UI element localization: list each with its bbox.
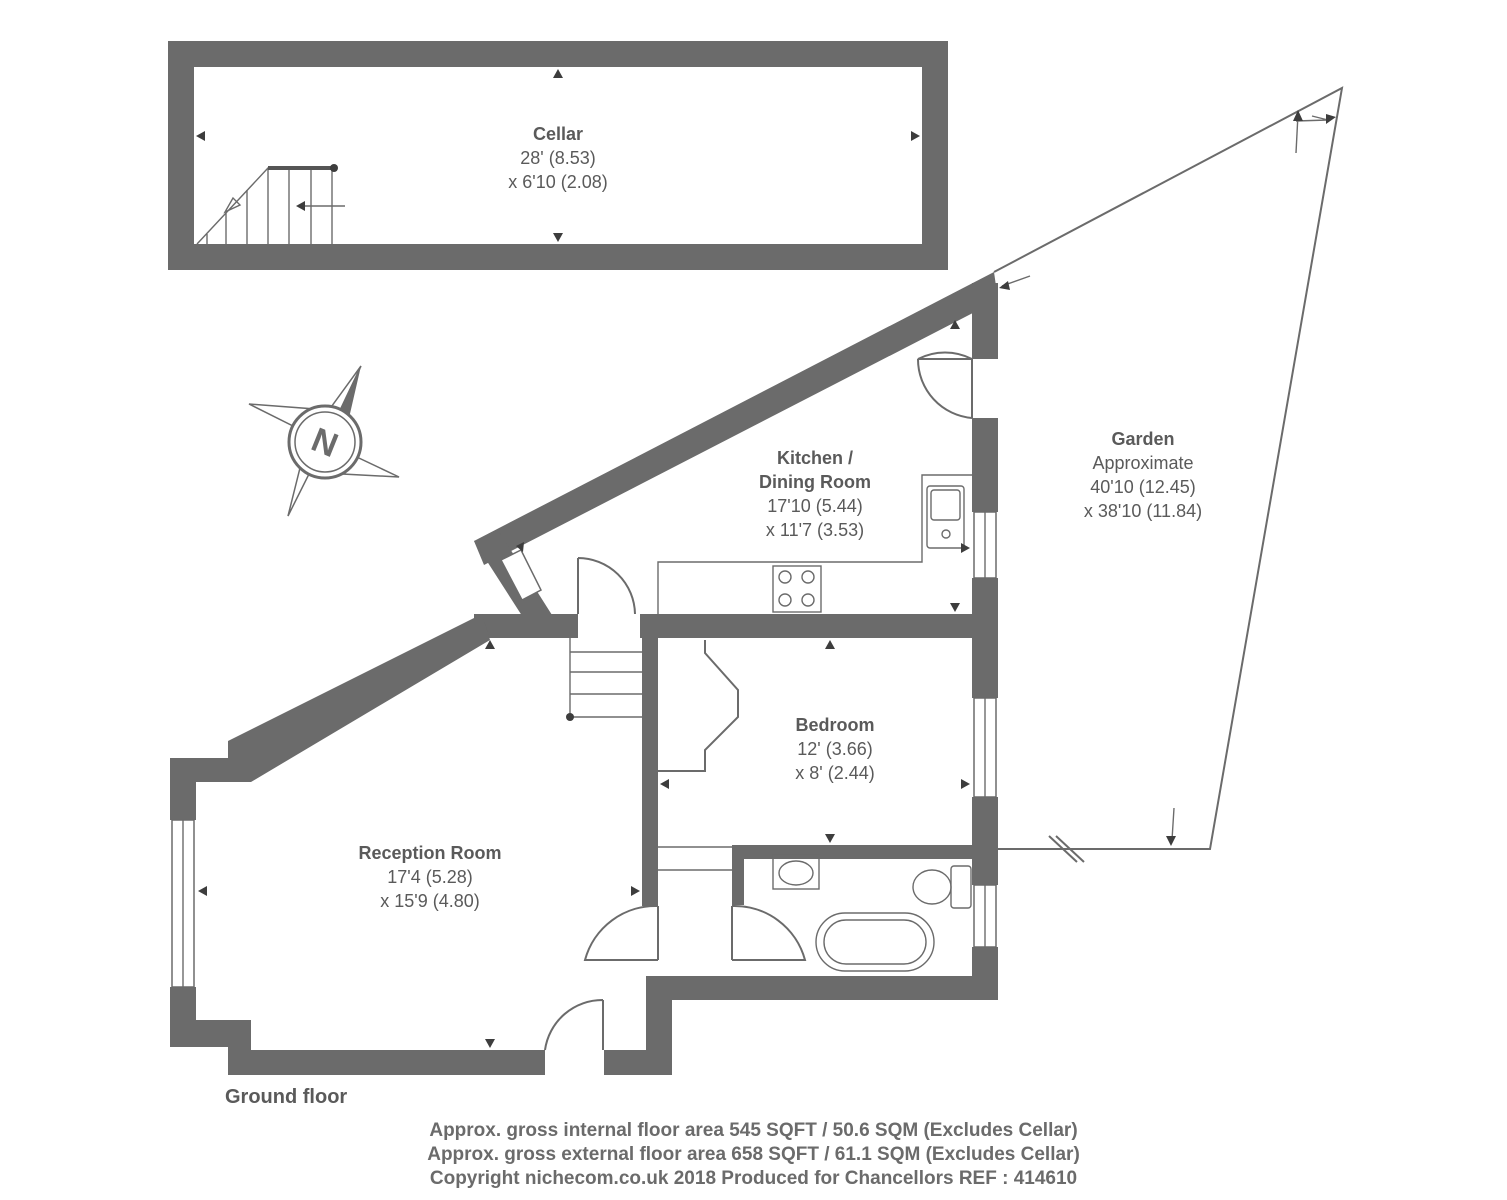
reception-dim1: 17'4 (5.28)	[387, 867, 473, 887]
dimension-marker	[553, 69, 563, 78]
doors	[544, 351, 973, 1051]
cellar-name: Cellar	[533, 124, 583, 144]
sink-icon	[926, 485, 965, 549]
reception-room: Reception Room 17'4 (5.28) x 15'9 (4.80)	[198, 640, 640, 1048]
kitchen-dim1: 17'10 (5.44)	[767, 496, 863, 516]
garden-dim1: 40'10 (12.45)	[1090, 477, 1196, 497]
bath-icon	[815, 912, 935, 972]
garden-name: Garden	[1111, 429, 1174, 449]
bedroom-dim2: x 8' (2.44)	[795, 763, 874, 783]
kitchen: Kitchen / Dining Room 17'10 (5.44) x 11'…	[516, 320, 972, 614]
bathroom	[772, 854, 972, 972]
hob-icon	[772, 565, 822, 613]
dimension-marker	[553, 233, 563, 242]
cellar-dim2: x 6'10 (2.08)	[508, 172, 608, 192]
garden-note: Approximate	[1092, 453, 1193, 473]
garden-boundary	[993, 86, 1344, 850]
kitchen-name-1: Kitchen /	[777, 448, 853, 468]
window	[499, 548, 542, 602]
reception-dim2: x 15'9 (4.80)	[380, 891, 480, 911]
ground-floor-walls	[170, 272, 998, 1075]
bedroom-name: Bedroom	[795, 715, 874, 735]
ground-stairs	[566, 638, 732, 871]
compass: N	[248, 365, 400, 517]
footer-internal-area: Approx. gross internal floor area 545 SQ…	[429, 1120, 1078, 1141]
worktop	[657, 474, 972, 614]
cellar-dim1: 28' (8.53)	[520, 148, 595, 168]
footer-copyright: Copyright nichecom.co.uk 2018 Produced f…	[429, 1168, 1078, 1189]
toilet-icon	[912, 869, 952, 905]
reception-name: Reception Room	[358, 843, 501, 863]
cellar: Cellar 28' (8.53) x 6'10 (2.08)	[168, 41, 948, 270]
garden: Garden Approximate 40'10 (12.45) x 38'10…	[993, 86, 1344, 863]
kitchen-name-2: Dining Room	[759, 472, 871, 492]
cellar-stairs	[196, 164, 345, 245]
garden-dim2: x 38'10 (11.84)	[1084, 501, 1202, 521]
footer-external-area: Approx. gross external floor area 658 SQ…	[427, 1144, 1080, 1165]
basin-icon	[772, 854, 820, 890]
kitchen-dim2: x 11'7 (3.53)	[766, 520, 864, 540]
bedroom: Bedroom 12' (3.66) x 8' (2.44)	[660, 640, 970, 843]
dimension-marker	[911, 131, 920, 141]
bedroom-dim1: 12' (3.66)	[797, 739, 872, 759]
dimension-marker	[196, 131, 205, 141]
cellar-walls	[168, 41, 948, 270]
floor-label: Ground floor	[225, 1086, 348, 1108]
